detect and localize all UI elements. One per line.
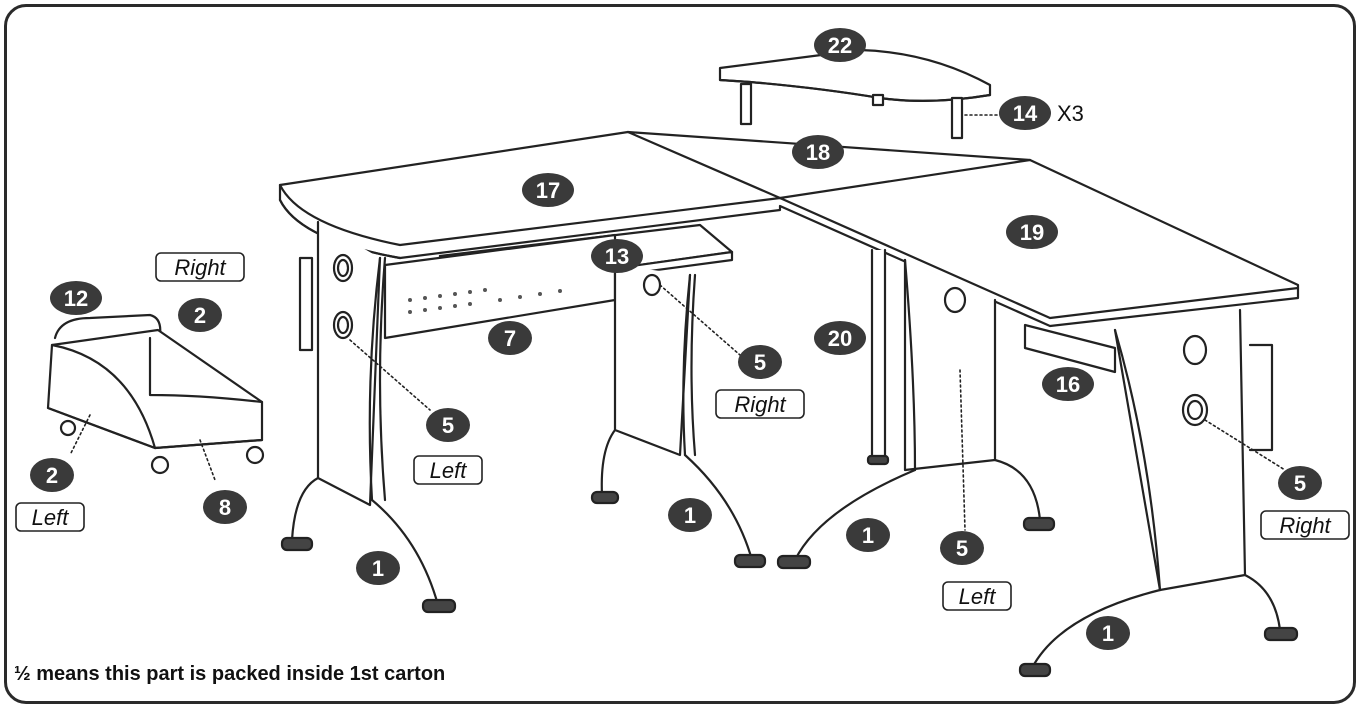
callout-16: 16 <box>1042 367 1094 401</box>
callout-badge <box>738 345 782 379</box>
callout-17: 17 <box>522 173 574 207</box>
callout-12: 12 <box>50 281 102 315</box>
callout-badge <box>940 531 984 565</box>
callout-badge <box>30 458 74 492</box>
callout-number: 7 <box>504 326 516 351</box>
side-tag-right: Right <box>1279 513 1331 538</box>
side-tag-left: Left <box>959 584 997 609</box>
side-tag-box <box>413 455 483 485</box>
quantity-label: X3 <box>1057 101 1084 126</box>
callout-number: 5 <box>956 536 968 561</box>
side-tag-box <box>155 252 245 282</box>
callout-badge <box>488 321 532 355</box>
cpu-stand <box>46 313 265 475</box>
callout-number: 1 <box>1102 621 1114 646</box>
callout-badge <box>792 135 844 169</box>
callout-badge <box>1042 367 1094 401</box>
callout-number: 2 <box>46 463 58 488</box>
callout-1: 1 <box>668 498 712 532</box>
callout-number: 13 <box>605 244 629 269</box>
side-tag-box <box>715 389 805 419</box>
callout-badge <box>846 518 890 552</box>
callout-13: 13 <box>591 239 643 273</box>
callout-8: 8 <box>203 490 247 524</box>
callout-20: 20 <box>814 321 866 355</box>
callout-number: 2 <box>194 303 206 328</box>
callout-2: 2 Right <box>155 252 245 332</box>
callout-1: 1 <box>846 518 890 552</box>
callout-badge <box>356 551 400 585</box>
side-tag-left: Left <box>32 505 70 530</box>
footnote: ½ means this part is packed inside 1st c… <box>14 663 446 685</box>
callout-number: 5 <box>442 413 454 438</box>
callout-badge <box>1006 215 1058 249</box>
callout-badge <box>1086 616 1130 650</box>
callout-number: 22 <box>828 33 852 58</box>
callout-number: 14 <box>1013 101 1038 126</box>
callout-badge <box>591 239 643 273</box>
callout-badge <box>522 173 574 207</box>
callout-badge <box>999 96 1051 130</box>
callout-number: 20 <box>828 326 852 351</box>
callout-number: 1 <box>684 503 696 528</box>
callout-number: 5 <box>1294 471 1306 496</box>
callout-number: 12 <box>64 286 88 311</box>
side-tag-left: Left <box>430 458 468 483</box>
callout-badge <box>814 28 866 62</box>
callout-number: 8 <box>219 495 231 520</box>
callout-badge <box>50 281 102 315</box>
callout-19: 19 <box>1006 215 1058 249</box>
callout-badge <box>203 490 247 524</box>
panel-7-perforation <box>408 288 562 314</box>
side-tag-right: Right <box>174 255 226 280</box>
callout-18: 18 <box>792 135 844 169</box>
callout-1: 1 <box>356 551 400 585</box>
left-desk-legs <box>280 220 767 614</box>
callout-number: 16 <box>1056 372 1080 397</box>
callout-badge <box>178 298 222 332</box>
callout-22: 22 <box>814 28 866 62</box>
side-tag-box <box>15 502 85 532</box>
callout-number: 17 <box>536 178 560 203</box>
callout-badge <box>814 321 866 355</box>
callout-number: 1 <box>862 523 874 548</box>
callout-7: 7 <box>488 321 532 355</box>
callout-number: 19 <box>1020 220 1044 245</box>
callout-1: 1 <box>1086 616 1130 650</box>
callout-badge <box>668 498 712 532</box>
side-tag-right: Right <box>734 392 786 417</box>
shelf-22 <box>718 48 992 140</box>
callout-number: 5 <box>754 350 766 375</box>
callout-badge <box>1278 466 1322 500</box>
callout-badge <box>426 408 470 442</box>
leader-lines <box>69 114 1286 531</box>
callout-number: 18 <box>806 140 830 165</box>
corner-desk-legs <box>776 248 1299 678</box>
side-tag-box <box>1260 510 1350 540</box>
callout-number: 1 <box>372 556 384 581</box>
callout-14: 14 X3 <box>999 96 1084 130</box>
side-tag-box <box>942 581 1012 611</box>
